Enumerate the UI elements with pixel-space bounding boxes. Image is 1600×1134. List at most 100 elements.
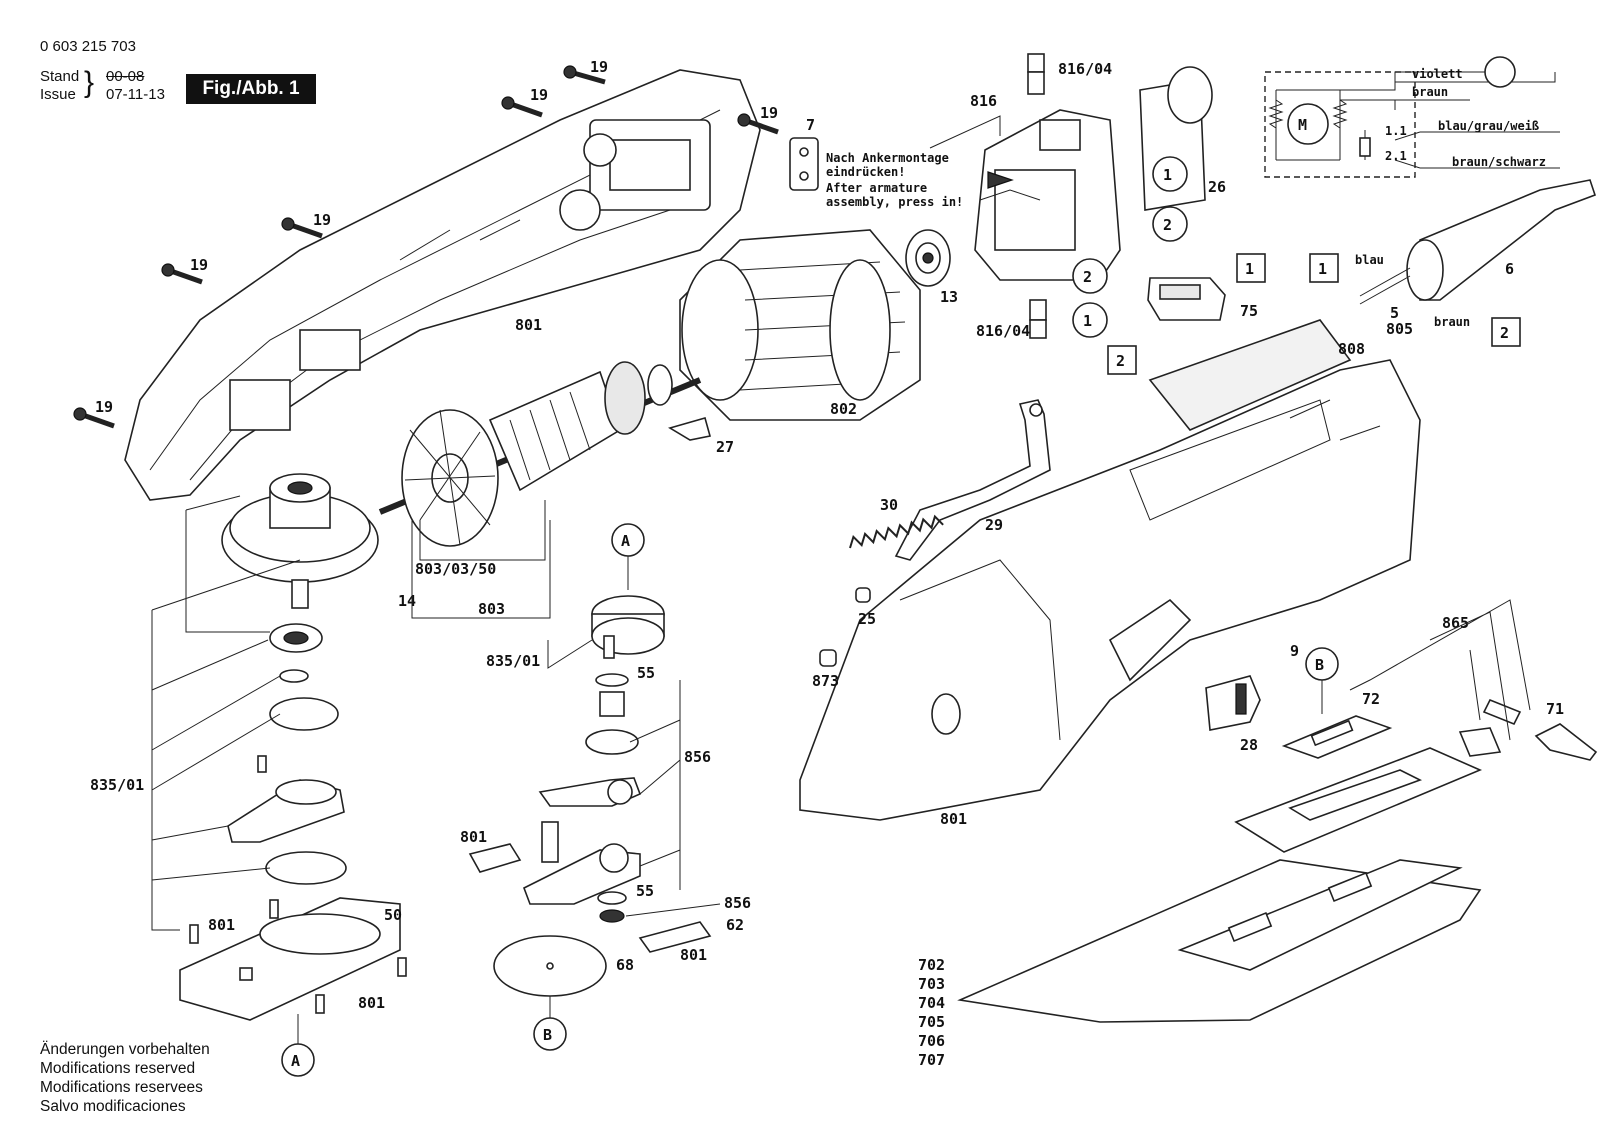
callout-A-bottom: A <box>291 1052 300 1070</box>
assembly-note: Nach Ankermontage eindrücken! After arma… <box>826 151 963 209</box>
svg-text:B: B <box>1315 656 1324 674</box>
label-19a: 19 <box>590 58 608 76</box>
housing-shell-801 <box>124 69 761 501</box>
label-19b: 19 <box>530 86 548 104</box>
label-7: 7 <box>806 116 815 134</box>
part-number: 0 603 215 703 <box>40 38 136 55</box>
svg-text:violett: violett <box>1412 67 1463 81</box>
main-body-801 <box>799 319 1421 821</box>
cable-6 <box>1359 179 1597 305</box>
label-816-04-top: 816/04 <box>1058 60 1112 78</box>
label-68: 68 <box>616 956 634 974</box>
plug-75 <box>1147 277 1226 321</box>
part-25 <box>855 587 871 603</box>
svg-text:blau/grau/weiß: blau/grau/weiß <box>1438 119 1539 133</box>
label-9: 9 <box>1290 642 1299 660</box>
label-72: 72 <box>1362 690 1380 708</box>
label-26: 26 <box>1208 178 1226 196</box>
label-30: 30 <box>880 496 898 514</box>
spring-30 <box>849 514 944 549</box>
label-55a: 55 <box>637 664 655 682</box>
stator-802 <box>679 229 921 421</box>
label-835-01-mid: 835/01 <box>486 652 540 670</box>
callout-circles: 1 2 2 1 <box>1072 156 1188 338</box>
label-19f: 19 <box>95 398 113 416</box>
label-19c: 19 <box>760 104 778 122</box>
svg-text:eindrücken!: eindrücken! <box>826 165 905 179</box>
label-27: 27 <box>716 438 734 456</box>
svg-text:2: 2 <box>1116 352 1125 370</box>
label-55b: 55 <box>636 882 654 900</box>
label-816: 816 <box>970 92 997 110</box>
armature-803 <box>378 361 702 547</box>
label-706: 706 <box>918 1032 945 1050</box>
callout-boxes: 1 2 1 2 <box>1107 253 1521 375</box>
label-702: 702 <box>918 956 945 974</box>
figure-badge: Fig./Abb. 1 <box>186 74 316 104</box>
label-808: 808 <box>1338 340 1365 358</box>
svg-text:M: M <box>1298 116 1307 134</box>
label-835-01-left: 835/01 <box>90 776 144 794</box>
label-5: 5 <box>1390 304 1399 322</box>
svg-text:A: A <box>621 532 630 550</box>
svg-text:1.1: 1.1 <box>1385 124 1407 138</box>
part-873 <box>819 649 837 667</box>
gear-assembly-left <box>179 473 407 1021</box>
label-704: 704 <box>918 994 945 1012</box>
svg-text:1: 1 <box>1163 166 1172 184</box>
label-873: 873 <box>812 672 839 690</box>
svg-text:2: 2 <box>1500 324 1509 342</box>
sanding-sheet <box>957 859 1482 1023</box>
callout-B-bottom: B <box>543 1026 552 1044</box>
label-801-left2: 801 <box>358 994 385 1012</box>
svg-text:2: 2 <box>1163 216 1172 234</box>
brush-holder-816 <box>974 53 1213 339</box>
svg-text:After armature: After armature <box>826 181 927 195</box>
cable-blau: blau <box>1355 253 1384 267</box>
label-865: 865 <box>1442 614 1469 632</box>
svg-text:2: 2 <box>1083 268 1092 286</box>
label-13: 13 <box>940 288 958 306</box>
svg-text:assembly, press in!: assembly, press in! <box>826 195 963 209</box>
label-19e: 19 <box>190 256 208 274</box>
switch-28 <box>1205 675 1261 731</box>
label-19d: 19 <box>313 211 331 229</box>
label-805: 805 <box>1386 320 1413 338</box>
part-7 <box>789 137 819 191</box>
label-803-03-50: 803/03/50 <box>415 560 496 578</box>
svg-text:Nach Ankermontage: Nach Ankermontage <box>826 151 949 165</box>
label-25: 25 <box>858 610 876 628</box>
label-801-mid2: 801 <box>680 946 707 964</box>
label-28: 28 <box>1240 736 1258 754</box>
screws-19 <box>73 65 779 429</box>
svg-text:1: 1 <box>1318 260 1327 278</box>
label-29: 29 <box>985 516 1003 534</box>
label-816-04-bot: 816/04 <box>976 322 1030 340</box>
eccentric-assembly-mid: A <box>468 523 712 997</box>
label-856a: 856 <box>684 748 711 766</box>
issue-date: 07-11-13 <box>106 86 165 103</box>
label-50: 50 <box>384 906 402 924</box>
cable-braun: braun <box>1434 315 1470 329</box>
stand-label: Stand <box>40 68 80 85</box>
label-803: 803 <box>478 600 505 618</box>
label-856b: 856 <box>724 894 751 912</box>
label-14: 14 <box>398 592 416 610</box>
svg-text:2.1: 2.1 <box>1385 149 1407 163</box>
svg-text:1: 1 <box>1083 312 1092 330</box>
brace-symbol: } <box>84 66 95 99</box>
label-62: 62 <box>726 916 744 934</box>
label-801-left1: 801 <box>208 916 235 934</box>
label-802: 802 <box>830 400 857 418</box>
label-801-mid: 801 <box>460 828 487 846</box>
label-703: 703 <box>918 975 945 993</box>
label-71: 71 <box>1546 700 1564 718</box>
issue-label: Issue <box>40 86 76 103</box>
label-75: 75 <box>1240 302 1258 320</box>
wiring-schematic: M 1.1 2.1 violett braun blau/grau/weiß b… <box>1264 56 1560 178</box>
part-27 <box>668 417 712 441</box>
modifications-note: Änderungen vorbehalten Modifications res… <box>40 1041 210 1115</box>
base-plate-assembly: B <box>1234 647 1598 853</box>
svg-text:1: 1 <box>1245 260 1254 278</box>
